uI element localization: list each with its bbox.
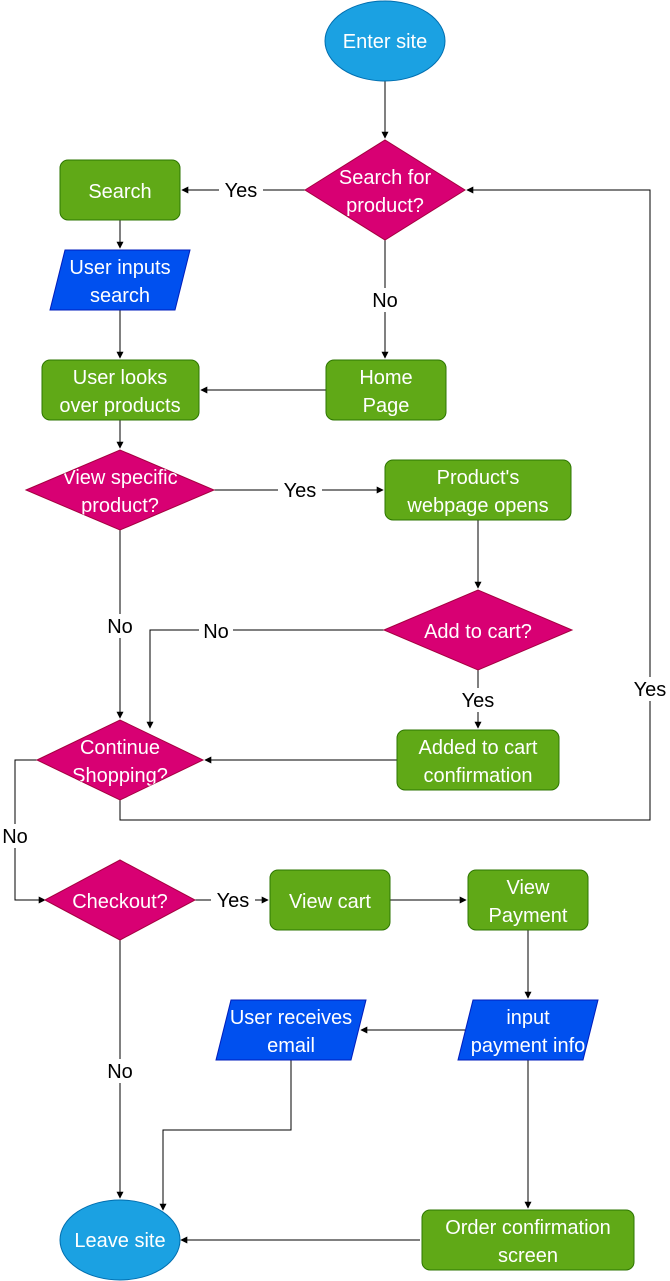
search-decision-label-line1: Search for [339,167,432,189]
process-view-cart: View cart [269,869,391,931]
input-payment-label-line2: payment info [471,1035,586,1057]
edge-label-view-no: No [107,616,133,638]
decision-checkout: Checkout? [43,859,197,941]
process-product-webpage-opens: Product's webpage opens [384,459,572,521]
view-cart-label: View cart [289,891,371,913]
decision-search-for-product: Search for product? [304,139,466,241]
edges [14,80,651,1244]
added-confirmation-label-line1: Added to cart [419,737,538,759]
edge-label-search-no: No [372,290,398,312]
home-page-label-line1: Home [359,367,412,389]
decision-view-specific-product: View specific product? [24,449,216,531]
leave-site-label: Leave site [74,1230,165,1252]
view-specific-label-line2: product? [81,495,159,517]
enter-site-label: Enter site [343,31,427,53]
edge-add-no [146,629,384,729]
search-label: Search [88,181,151,203]
io-user-inputs-search: User inputs search [49,249,191,311]
user-inputs-label-line1: User inputs [69,257,170,279]
terminal-leave-site: Leave site [59,1199,181,1281]
home-page-label-line2: Page [363,395,410,417]
edge-label-checkout-yes: Yes [217,890,250,912]
edge-label-continue-no: No [2,826,28,848]
edge-label-search-yes: Yes [225,180,258,202]
search-decision-label-line2: product? [346,195,424,217]
process-added-to-cart-confirmation: Added to cart confirmation [396,729,560,791]
process-home-page: Home Page [325,359,447,421]
terminal-enter-site: Enter site [324,0,446,82]
edge-labels: Yes No Yes No No Yes Yes No Yes No [0,178,670,1083]
edge-label-cart-no: No [203,621,229,643]
process-order-confirmation-screen: Order confirmation screen [421,1209,635,1271]
edge-email-to-leave [159,1060,292,1211]
edge-label-checkout-no: No [107,1061,133,1083]
decision-continue-shopping: Continue Shopping? [35,719,205,801]
process-view-payment: View Payment [467,869,589,931]
edge-label-view-yes: Yes [284,480,317,502]
order-confirmation-label-line1: Order confirmation [445,1217,611,1239]
checkout-label: Checkout? [72,891,168,913]
view-payment-label-line1: View [507,877,551,899]
add-to-cart-label: Add to cart? [424,621,532,643]
product-webpage-label-line1: Product's [437,467,520,489]
edge-label-cart-yes: Yes [462,690,495,712]
added-confirmation-label-line2: confirmation [424,765,533,787]
edge-continue-yes [119,186,651,821]
continue-shopping-label-line1: Continue [80,737,160,759]
edge-label-continue-yes: Yes [634,679,667,701]
user-looks-label-line1: User looks [73,367,167,389]
user-email-label-line2: email [267,1035,315,1057]
order-confirmation-label-line2: screen [498,1245,558,1267]
process-user-looks-over-products: User looks over products [41,359,200,421]
view-payment-label-line2: Payment [489,905,568,927]
user-looks-label-line2: over products [59,395,180,417]
io-input-payment-info: input payment info [457,999,599,1061]
process-search: Search [59,159,181,221]
decision-add-to-cart: Add to cart? [382,589,574,671]
product-webpage-label-line2: webpage opens [406,495,548,517]
user-inputs-label-line2: search [90,285,150,307]
user-email-label-line1: User receives [230,1007,352,1029]
input-payment-label-line1: input [506,1007,550,1029]
view-specific-label-line1: View specific [62,467,177,489]
continue-shopping-label-line2: Shopping? [72,765,168,787]
io-user-receives-email: User receives email [215,999,367,1061]
